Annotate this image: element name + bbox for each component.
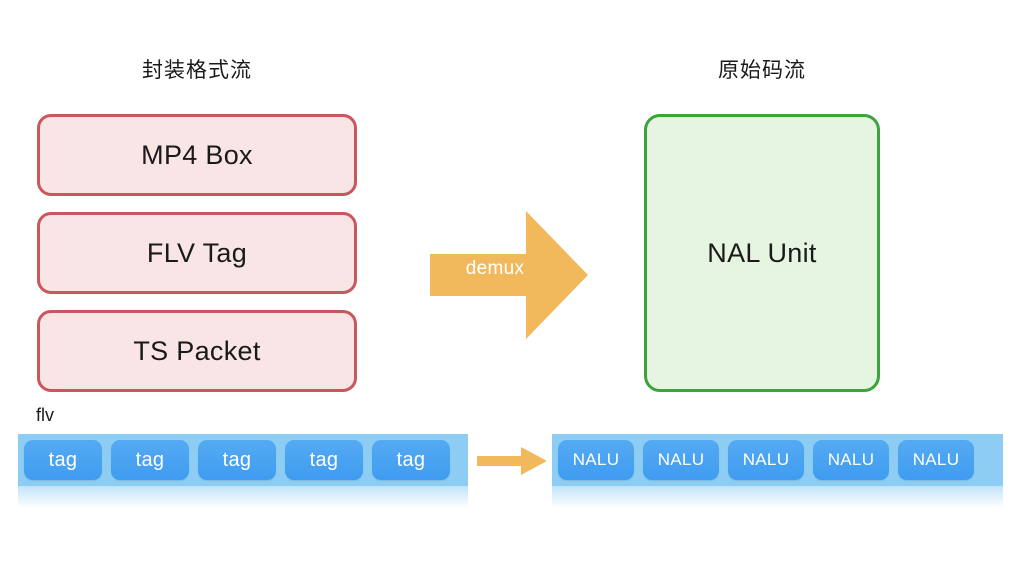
right-column-title: 原始码流 xyxy=(718,59,806,82)
tag-chip: tag xyxy=(372,440,450,480)
flv-tag-strip-reflection xyxy=(18,486,468,508)
container-format-box-ts: TS Packet xyxy=(37,310,357,392)
nalu-chip: NALU xyxy=(643,440,719,480)
container-format-box-mp4: MP4 Box xyxy=(37,114,357,196)
nalu-chip: NALU xyxy=(728,440,804,480)
nalu-chip: NALU xyxy=(813,440,889,480)
flv-tag-strip: tag tag tag tag tag xyxy=(18,434,468,486)
nalu-chip: NALU xyxy=(558,440,634,480)
nalu-chip: NALU xyxy=(898,440,974,480)
container-format-box-flv: FLV Tag xyxy=(37,212,357,294)
demux-arrow-icon xyxy=(430,211,588,339)
tag-chip: tag xyxy=(198,440,276,480)
flv-stream-label: flv xyxy=(36,405,54,425)
nalu-strip: NALU NALU NALU NALU NALU xyxy=(552,434,1003,486)
left-column-title: 封装格式流 xyxy=(142,59,252,82)
nalu-strip-reflection xyxy=(552,486,1003,508)
demux-small-arrow-icon xyxy=(477,447,547,475)
tag-chip: tag xyxy=(111,440,189,480)
elementary-stream-box: NAL Unit xyxy=(644,114,880,392)
tag-chip: tag xyxy=(285,440,363,480)
tag-chip: tag xyxy=(24,440,102,480)
